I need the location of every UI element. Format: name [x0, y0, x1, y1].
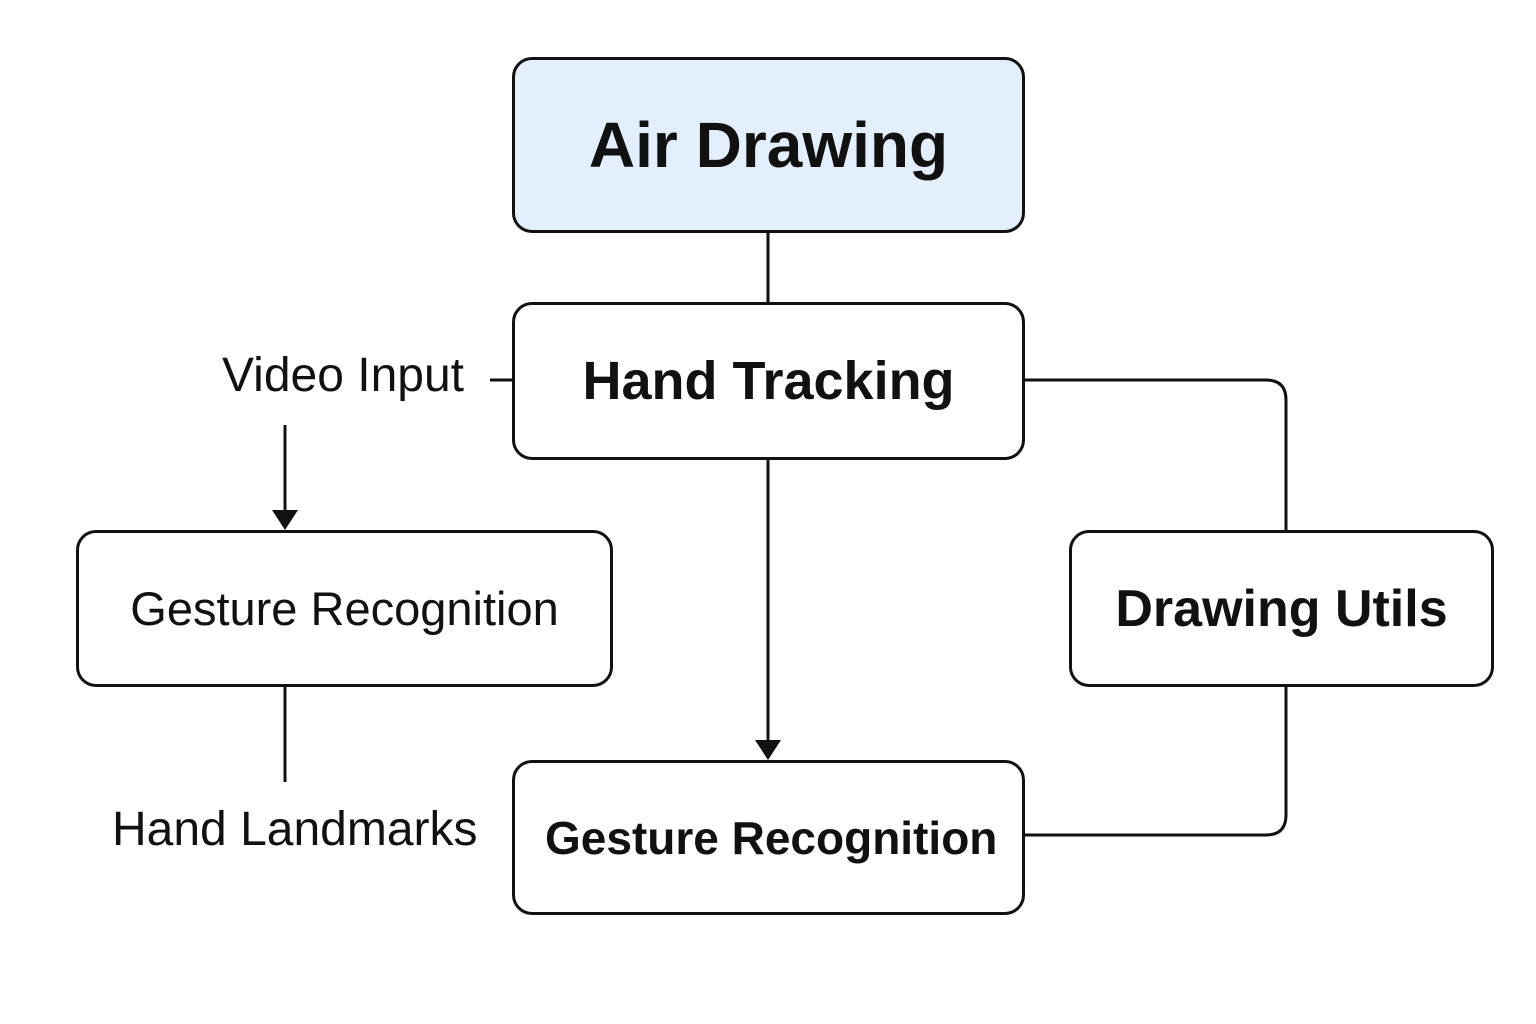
connector-drawing-utils-to-gesture [1025, 687, 1288, 837]
air-drawing-label: Air Drawing [588, 109, 949, 181]
gesture-recognition-left-node: Gesture Recognition [76, 530, 613, 687]
gesture-recognition-left-label: Gesture Recognition [130, 582, 559, 635]
video-input-label: Video Input [222, 349, 464, 402]
hand-tracking-label: Hand Tracking [582, 351, 955, 411]
drawing-utils-label: Drawing Utils [1115, 579, 1448, 638]
hand-landmarks-label: Hand Landmarks [112, 803, 478, 856]
connector-hand-to-drawing-utils [1025, 378, 1288, 530]
gesture-recognition-bottom-label: Gesture Recognition [545, 811, 998, 864]
arrowhead-hand-to-gesture [755, 740, 781, 760]
gesture-recognition-bottom-node: Gesture Recognition [512, 760, 1025, 915]
air-drawing-node: Air Drawing [512, 57, 1025, 233]
arrowhead-video-to-gesture [272, 510, 298, 530]
hand-tracking-node: Hand Tracking [512, 302, 1025, 460]
drawing-utils-node: Drawing Utils [1069, 530, 1494, 687]
